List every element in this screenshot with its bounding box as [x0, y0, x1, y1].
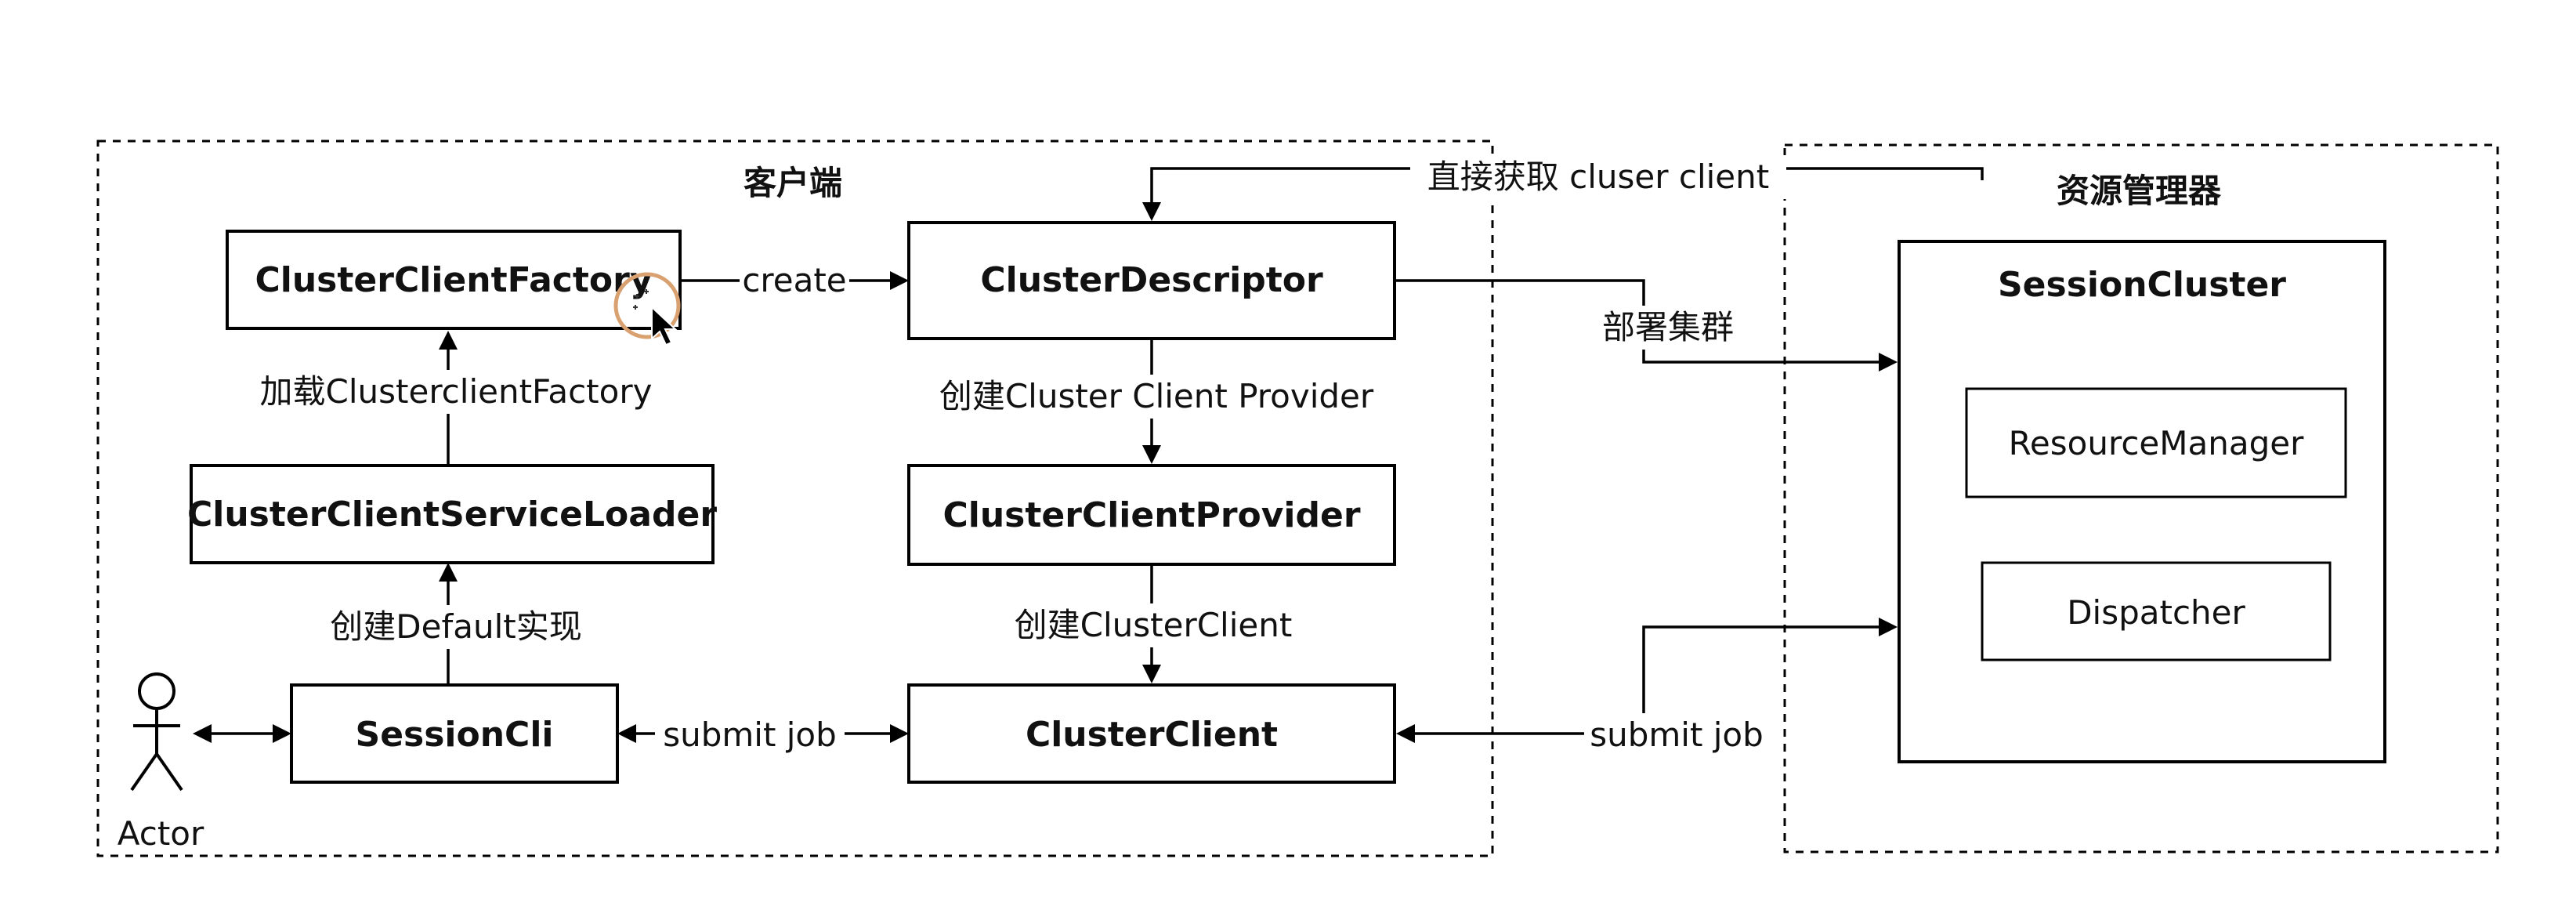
arrowhead — [273, 724, 291, 743]
node-cluster-client — [907, 683, 1396, 784]
edge-label-direct-get-client: 直接获取 cluser client — [1427, 158, 1769, 196]
node-label-cluster-client-service-loader: ClusterClientServiceLoader — [187, 495, 717, 535]
arrowhead — [193, 724, 212, 743]
label-bg — [235, 370, 674, 414]
edge-label-submit-job-left: submit job — [663, 716, 837, 754]
arrowhead — [617, 724, 636, 743]
node-label-cluster-client-provider: ClusterClientProvider — [942, 495, 1360, 535]
arrowhead — [890, 724, 909, 743]
arrowhead — [439, 331, 458, 350]
node-label-session-cluster: SessionCluster — [1998, 265, 2286, 305]
arrowhead — [439, 563, 458, 582]
node-cluster-client-factory — [226, 230, 682, 330]
arrowhead — [1142, 202, 1161, 221]
arrowhead — [1142, 665, 1161, 683]
node-cluster-client-provider — [907, 464, 1396, 566]
arrowhead — [1879, 353, 1898, 371]
edge-submit-job-right — [1412, 625, 1880, 735]
node-dispatcher — [1981, 561, 2332, 661]
label-bg — [740, 260, 849, 301]
edge-label-load-factory: 加载ClusterclientFactory — [260, 372, 653, 411]
resource-manager-group-title: 资源管理器 — [2057, 172, 2222, 210]
node-cluster-client-service-loader — [190, 464, 715, 564]
node-resource-manager — [1965, 387, 2347, 498]
node-label-session-cli: SessionCli — [356, 715, 554, 755]
node-label-cluster-client-factory: ClusterClientFactory — [255, 260, 652, 300]
label-bg — [655, 715, 845, 756]
node-session-cluster — [1898, 240, 2386, 763]
label-bg — [918, 375, 1395, 419]
arrowhead — [1879, 618, 1898, 636]
label-bg — [1583, 306, 1753, 350]
resource-manager-group — [1783, 143, 2499, 853]
node-label-dispatcher: Dispatcher — [2067, 593, 2245, 632]
label-bg — [1584, 713, 1769, 757]
edge-label-create-default: 创建Default实现 — [330, 607, 581, 646]
label-bg — [312, 605, 603, 649]
edge-label-create: create — [742, 261, 846, 299]
edge-label-deploy-cluster: 部署集群 — [1602, 308, 1734, 346]
client-group-title: 客户端 — [743, 164, 842, 202]
edge-label-submit-job-right: submit job — [1590, 716, 1764, 754]
arrowhead — [890, 271, 909, 290]
arrowhead — [1142, 445, 1161, 464]
node-cluster-descriptor — [907, 221, 1396, 340]
node-label-cluster-client: ClusterClient — [1026, 715, 1278, 755]
client-group — [96, 140, 1494, 857]
node-label-resource-manager: ResourceManager — [2009, 424, 2304, 462]
arrowhead — [1396, 724, 1415, 743]
mouse-cursor-icon — [613, 272, 681, 346]
actor-label: Actor — [118, 814, 204, 853]
node-session-cli — [290, 683, 619, 784]
actor-figure — [130, 672, 183, 792]
edge-label-create-cluster-client: 创建ClusterClient — [1015, 606, 1293, 644]
edge-label-create-provider: 创建Cluster Client Provider — [939, 377, 1374, 415]
node-label-cluster-descriptor: ClusterDescriptor — [980, 260, 1323, 300]
label-bg — [1410, 155, 1786, 199]
label-bg — [993, 603, 1313, 647]
